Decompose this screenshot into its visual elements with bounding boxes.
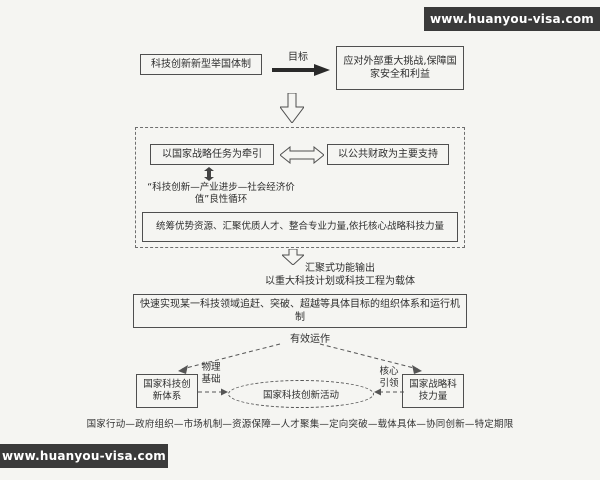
resources-box: 统筹优势资源、汇聚优质人才、整合专业力量,依托核心战略科技力量 (142, 212, 458, 242)
double-horizontal-arrow-icon (280, 146, 324, 164)
watermark-top: www.huanyou-visa.com (424, 7, 600, 31)
down-arrow-icon (282, 249, 304, 265)
arrowhead-to-ellipse-right (374, 388, 381, 396)
vertical-double-arrow-icon (204, 167, 214, 181)
output-function-label: 汇聚式功能输出 (305, 263, 375, 274)
core-leading-label: 核心引领 (379, 366, 399, 389)
bottom-caption: 国家行动—政府组织—市场机制—资源保障—人才聚集—定向突破—载体具体—协同创新—… (86, 419, 514, 430)
operation-label: 有效运作 (290, 334, 330, 345)
mechanism-box: 快速实现某一科技领域追赶、突破、超越等具体目标的组织体系和运行机制 (133, 294, 467, 328)
right-arrow-icon (272, 64, 330, 76)
innovation-system-box: 国家科技创新体系 (136, 374, 198, 408)
dashed-connectors (178, 343, 422, 396)
arrowhead-right-branch (412, 365, 422, 374)
arrowhead-left-branch (178, 365, 188, 374)
top-system-box: 科技创新新型举国体制 (140, 54, 262, 75)
finance-box: 以公共财政为主要支持 (327, 144, 449, 165)
strategic-force-box: 国家战略科技力量 (402, 374, 464, 408)
innovation-activity-ellipse: 国家科技创新活动 (228, 380, 374, 408)
output-carrier-label: 以重大科技计划或科技工程为载体 (265, 276, 415, 287)
challenge-box: 应对外部重大挑战,保障国家安全和利益 (336, 46, 464, 90)
strategy-box: 以国家战略任务为牵引 (150, 144, 274, 165)
down-arrow-icon (280, 93, 304, 123)
arrowhead-to-ellipse-left (221, 388, 228, 396)
goal-label: 目标 (288, 52, 308, 63)
physical-basis-label: 物理基础 (201, 362, 221, 385)
watermark-bottom: www.huanyou-visa.com (0, 444, 168, 468)
system-dashed-group (135, 127, 465, 248)
virtuous-cycle-text: “科技创新—产业进步—社会经济价值”良性循环 (147, 182, 295, 205)
